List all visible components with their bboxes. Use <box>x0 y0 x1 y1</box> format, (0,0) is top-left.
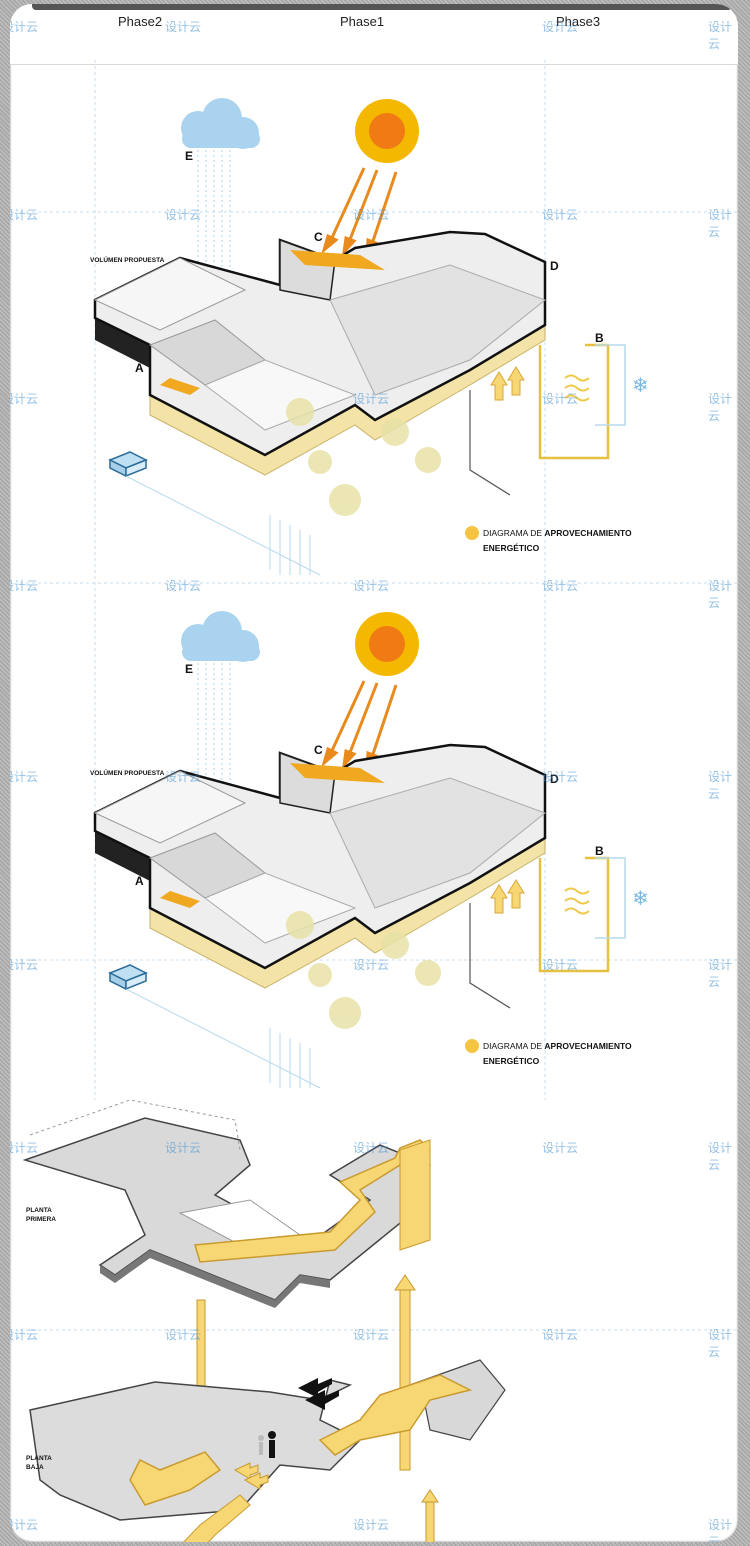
volume-label: VOLÚMEN PROPUESTA <box>90 768 165 777</box>
water-tank-icon <box>108 964 148 991</box>
label-a: A <box>135 874 144 888</box>
snowflake-icon: ❄ <box>632 373 649 397</box>
cloud-icon <box>181 611 260 662</box>
tab-phase2[interactable]: Phase2 <box>118 14 163 29</box>
sun-icon <box>355 612 419 676</box>
label-c: C <box>314 230 323 244</box>
legend-text: DIAGRAMA DE APROVECHAMIENTO <box>483 1041 632 1051</box>
snowflake-icon: ❄ <box>632 886 649 910</box>
label-d: D <box>550 772 559 786</box>
direction-arrows <box>298 1378 339 1410</box>
sun-icon <box>355 99 419 163</box>
legend-dot <box>465 1039 479 1053</box>
energy-diagram-2: ❄ VOLÚMEN PROPUESTA E C D B A DIAGRAMA D… <box>90 611 649 1089</box>
tab-bar: Phase2 Phase1 Phase3 <box>10 4 738 65</box>
label-c: C <box>314 743 323 757</box>
label-e: E <box>185 662 193 676</box>
tab-phase3[interactable]: Phase3 <box>556 14 601 29</box>
top-scrollbar[interactable] <box>32 4 732 10</box>
upper-floor-label-2: PRIMERA <box>26 1216 56 1223</box>
energy-diagram-1: ❄ VOLÚMEN PROPUESTA E C D B A DIAGRAMA D… <box>20 60 738 1331</box>
water-tank-icon <box>108 451 148 478</box>
legend-dot <box>465 526 479 540</box>
building-volume-1 <box>93 230 547 476</box>
circulation-diagram: PLANTA PRIMERA PLANTA BAJA <box>22 1099 506 1542</box>
upper-floor-label-1: PLANTA <box>26 1207 52 1214</box>
label-b: B <box>595 844 604 858</box>
building-volume-2 <box>93 743 547 989</box>
cloud-icon <box>181 98 260 149</box>
legend-line2: ENERGÉTICO <box>483 543 540 553</box>
volume-label: VOLÚMEN PROPUESTA <box>90 255 165 264</box>
lower-floor-label-1: PLANTA <box>26 1455 52 1462</box>
legend-line2: ENERGÉTICO <box>483 1056 540 1066</box>
label-b: B <box>595 331 604 345</box>
person-icon <box>258 1431 276 1458</box>
circulation-path-lower <box>129 1451 222 1506</box>
diagram-canvas: ❄ VOLÚMEN PROPUESTA E C D B A DIAGRAMA D… <box>20 60 738 1542</box>
label-d: D <box>550 259 559 273</box>
label-a: A <box>135 361 144 375</box>
lower-floor-label-2: BAJA <box>26 1464 44 1471</box>
upper-floor-plate <box>22 1099 431 1308</box>
content-panel: Phase2 Phase1 Phase3 <box>10 4 738 1542</box>
legend-text: DIAGRAMA DE APROVECHAMIENTO <box>483 528 632 538</box>
label-e: E <box>185 149 193 163</box>
tab-phase1[interactable]: Phase1 <box>340 14 385 29</box>
